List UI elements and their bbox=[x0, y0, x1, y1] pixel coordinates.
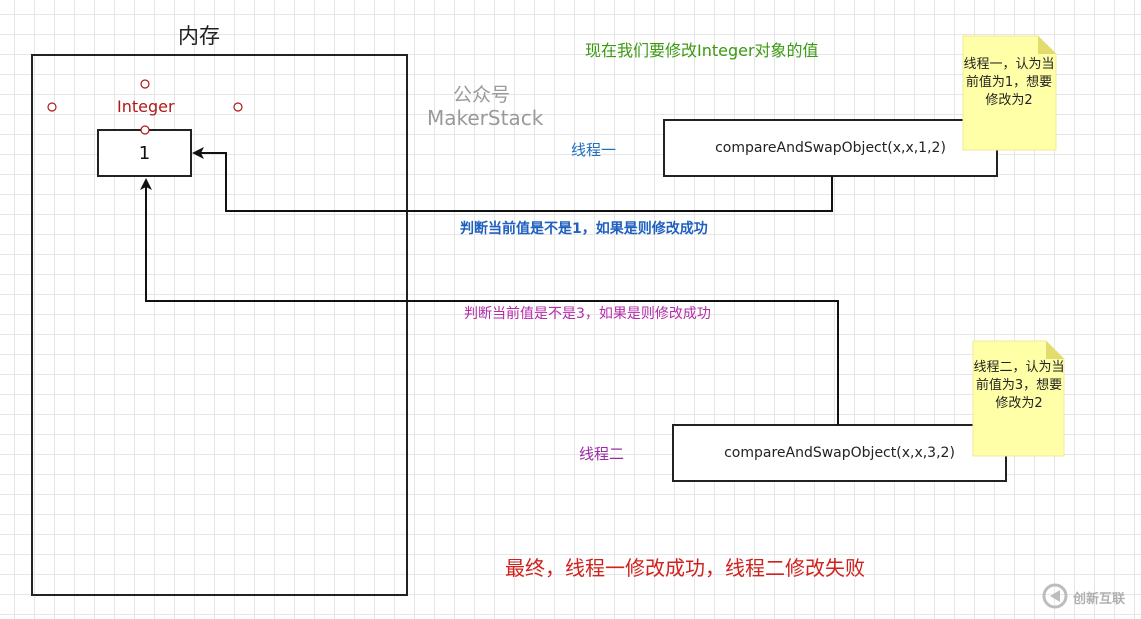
thread1-note bbox=[962, 35, 1057, 151]
thread2-note bbox=[972, 340, 1065, 457]
thread2-label: 线程二 bbox=[579, 445, 625, 463]
thread1-condition: 判断当前值是不是1，如果是则修改成功 bbox=[460, 221, 708, 237]
thread2-note-text: 线程二，认为当前值为3，想要修改为2 bbox=[973, 360, 1065, 411]
integer-value: 1 bbox=[138, 142, 151, 164]
thread1-connector bbox=[192, 147, 833, 212]
watermark-line1: 公众号 bbox=[453, 84, 511, 106]
integer-object-label: Integer bbox=[117, 97, 175, 116]
integer-value-box bbox=[97, 129, 192, 177]
connection-point bbox=[140, 79, 150, 89]
note-fold bbox=[1046, 341, 1064, 359]
thread1-label: 线程一 bbox=[571, 141, 617, 159]
connection-point bbox=[233, 102, 243, 112]
thread1-call: compareAndSwapObject(x,x,1,2) bbox=[715, 140, 946, 156]
connection-point bbox=[140, 125, 150, 135]
note-fold bbox=[1038, 36, 1056, 54]
thread2-connector bbox=[140, 178, 839, 425]
conclusion: 最终，线程一修改成功，线程二修改失败 bbox=[505, 556, 865, 580]
logo-text: 创新互联 bbox=[1073, 592, 1126, 607]
memory-title: 内存 bbox=[178, 24, 220, 48]
thread1-note-text: 线程一，认为当前值为1，想要修改为2 bbox=[963, 57, 1055, 108]
thread2-condition: 判断当前值是不是3，如果是则修改成功 bbox=[464, 306, 711, 322]
thread2-call-box bbox=[672, 424, 1007, 482]
thread1-call-box bbox=[663, 119, 998, 177]
thread2-call: compareAndSwapObject(x,x,3,2) bbox=[724, 445, 955, 461]
logo-icon bbox=[1042, 583, 1068, 609]
watermark-line2: MakerStack bbox=[427, 106, 544, 130]
memory-container bbox=[31, 54, 408, 596]
headline: 现在我们要修改Integer对象的值 bbox=[585, 41, 819, 60]
connection-point bbox=[47, 102, 57, 112]
